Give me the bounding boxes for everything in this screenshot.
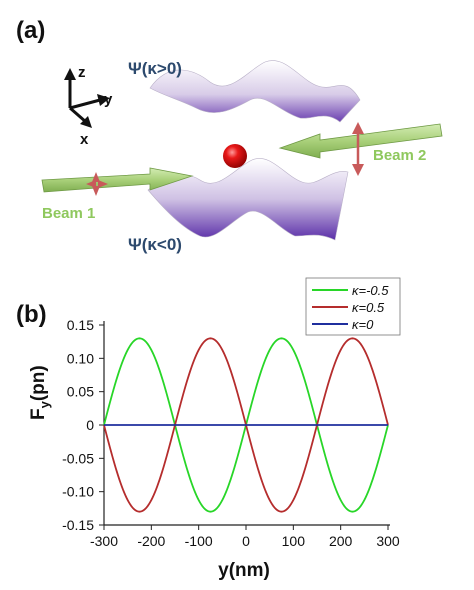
y-axis-title-unit: (pn) <box>28 365 49 401</box>
chart-legend: κ=-0.5 κ=0.5 κ=0 <box>305 277 401 336</box>
x-tick-label: 200 <box>329 533 353 549</box>
y-tick-label: -0.15 <box>62 517 94 533</box>
panel-a-schematic: (a) z y x Ψ(κ>0) Ψ(κ<0) Beam 1 <box>0 0 474 270</box>
x-tick-label: -200 <box>137 533 165 549</box>
beam-2-arrow <box>278 123 443 159</box>
legend-entry-label: κ=-0.5 <box>352 283 389 298</box>
axis-y-label: y <box>104 91 113 108</box>
y-tick-label: 0.15 <box>67 317 94 333</box>
y-axis-title-sub: y <box>37 400 52 408</box>
y-tick-label: -0.05 <box>62 450 94 466</box>
x-tick-label: 300 <box>376 533 400 549</box>
panel-b-label: (b) <box>16 301 47 328</box>
schematic-svg: (a) z y x Ψ(κ>0) Ψ(κ<0) Beam 1 <box>16 17 443 254</box>
y-tick-label: 0.10 <box>67 350 94 366</box>
x-tick-label: 0 <box>242 533 250 549</box>
x-tick-label: -100 <box>185 533 213 549</box>
y-tick-label: 0 <box>86 417 94 433</box>
panel-b-chart: (b) Fy(pn) y(nm) 0.15 0.10 0.05 0 -0.05 -0.10… <box>0 270 474 585</box>
polarization-arrow-beam-1-icon <box>86 172 108 196</box>
y-axis-title: Fy(pn) <box>28 365 52 420</box>
wave-surface-bottom <box>147 158 349 241</box>
axis-x-label: x <box>80 131 89 148</box>
beam-1-arrow <box>41 167 194 193</box>
y-axis-title-main: F <box>28 408 49 420</box>
axes-triad-icon <box>64 68 110 128</box>
panel-a-label: (a) <box>16 17 45 44</box>
polarization-arrow-beam-2-icon <box>352 122 364 176</box>
beam-1-label: Beam 1 <box>42 205 95 222</box>
y-tick-label: -0.10 <box>62 484 94 500</box>
y-tick-label: 0.05 <box>67 384 94 400</box>
psi-top-label: Ψ(κ>0) <box>128 59 182 78</box>
force-chart-svg: (b) Fy(pn) y(nm) 0.15 0.10 0.05 0 -0.05 -0.10… <box>16 277 401 581</box>
particle-sphere <box>223 144 247 168</box>
wave-surface-top <box>149 60 361 123</box>
plot-area: 0.15 0.10 0.05 0 -0.05 -0.10 -0.15-300 -200 -100… <box>62 317 400 549</box>
x-axis-title: y(nm) <box>218 560 270 581</box>
beam-2-label: Beam 2 <box>373 147 426 164</box>
legend-entry-label: κ=0 <box>352 317 374 332</box>
axis-z-label: z <box>78 64 86 81</box>
x-tick-label: -300 <box>90 533 118 549</box>
psi-bottom-label: Ψ(κ<0) <box>128 235 182 254</box>
x-tick-label: 100 <box>282 533 306 549</box>
legend-entry-label: κ=0.5 <box>352 300 385 315</box>
